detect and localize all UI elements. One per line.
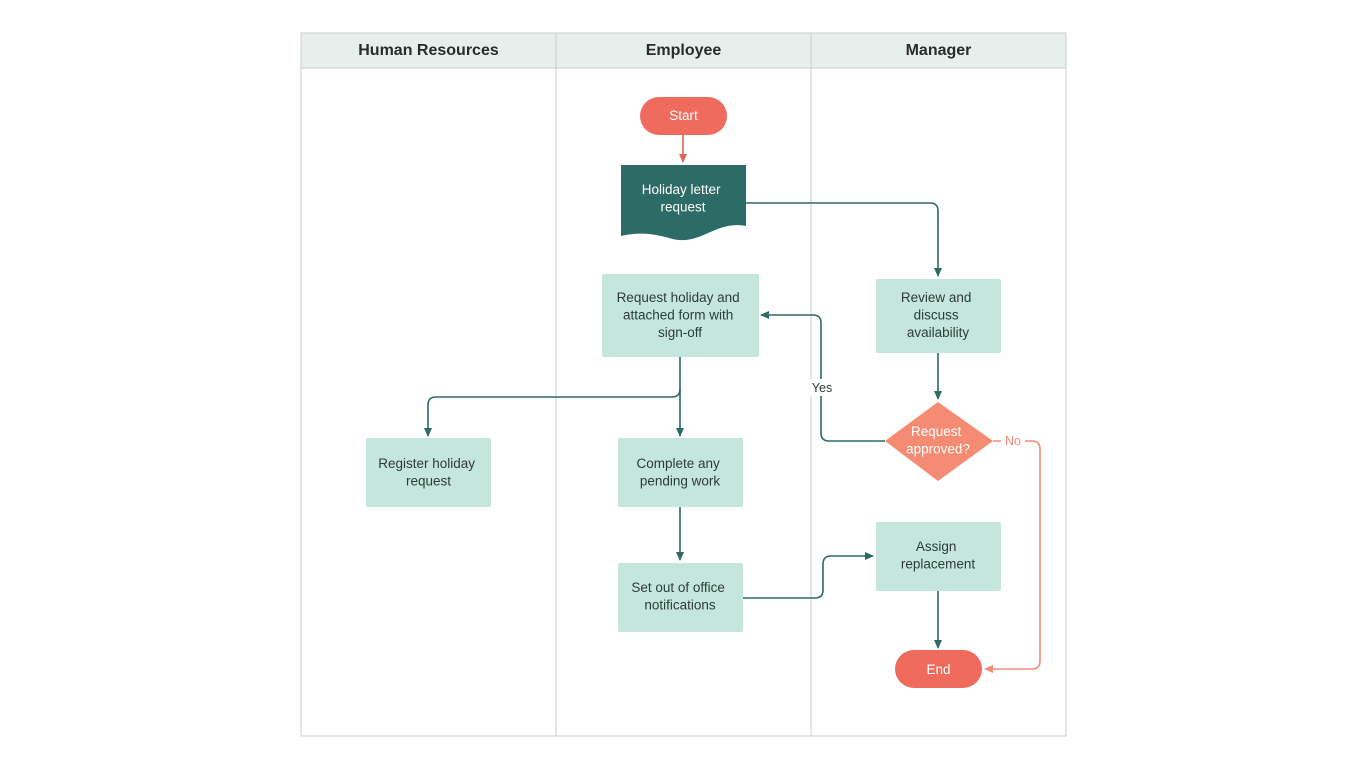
no-label-bg [1001, 432, 1025, 449]
node-request-holiday-form: Request holiday and attached form with s… [602, 274, 759, 357]
edges [424, 135, 1041, 673]
edge-decision-no [984, 440, 1041, 673]
document-shape [621, 165, 746, 241]
swimlane-pool: Human Resources Employee Manager [300, 32, 1067, 737]
decision-shape [885, 402, 993, 481]
node-label: Request approved? [906, 424, 970, 457]
node-label: Request holiday and attached form with s… [617, 290, 744, 340]
lane-title-human-resources: Human Resources [358, 42, 499, 59]
pool-border [300, 32, 1067, 737]
node-request-approved-decision: Request approved? [885, 402, 993, 481]
node-label: Assign replacement [901, 539, 976, 572]
edge-label-no: No [1005, 434, 1021, 448]
process-shape [618, 563, 743, 632]
node-label: Review and discuss availability [901, 290, 975, 340]
node-label: Holiday letter request [642, 182, 725, 215]
node-label: Complete any pending work [636, 456, 723, 489]
node-label: Start [669, 108, 698, 123]
node-label: Set out of office notifications [631, 580, 728, 613]
process-shape [602, 274, 759, 357]
lane-header-band [301, 33, 1066, 68]
lane-title-employee: Employee [646, 42, 722, 59]
process-shape [366, 438, 491, 507]
process-shape [876, 522, 1001, 591]
yes-label-bg [810, 379, 834, 396]
node-set-out-of-office: Set out of office notifications [618, 563, 743, 632]
terminator-shape [895, 650, 982, 688]
node-register-holiday-request: Register holiday request [366, 438, 491, 507]
terminator-shape [640, 97, 727, 135]
edge-label-yes: Yes [812, 381, 832, 395]
process-shape [876, 279, 1001, 353]
node-holiday-letter-request: Holiday letter request [621, 165, 746, 241]
edge-decision-yes [760, 311, 885, 442]
node-label: End [926, 662, 950, 677]
node-label: Register holiday request [378, 456, 479, 489]
node-start: Start [640, 97, 727, 135]
process-shape [618, 438, 743, 507]
edge-form-to-register [424, 388, 681, 437]
lane-title-manager: Manager [906, 42, 972, 59]
edge-letter-to-review [746, 202, 942, 277]
node-complete-pending-work: Complete any pending work [618, 438, 743, 507]
node-review-and-discuss: Review and discuss availability [876, 279, 1001, 353]
edge-outofoffice-to-assign [743, 552, 874, 599]
node-end: End [895, 650, 982, 688]
node-assign-replacement: Assign replacement [876, 522, 1001, 591]
